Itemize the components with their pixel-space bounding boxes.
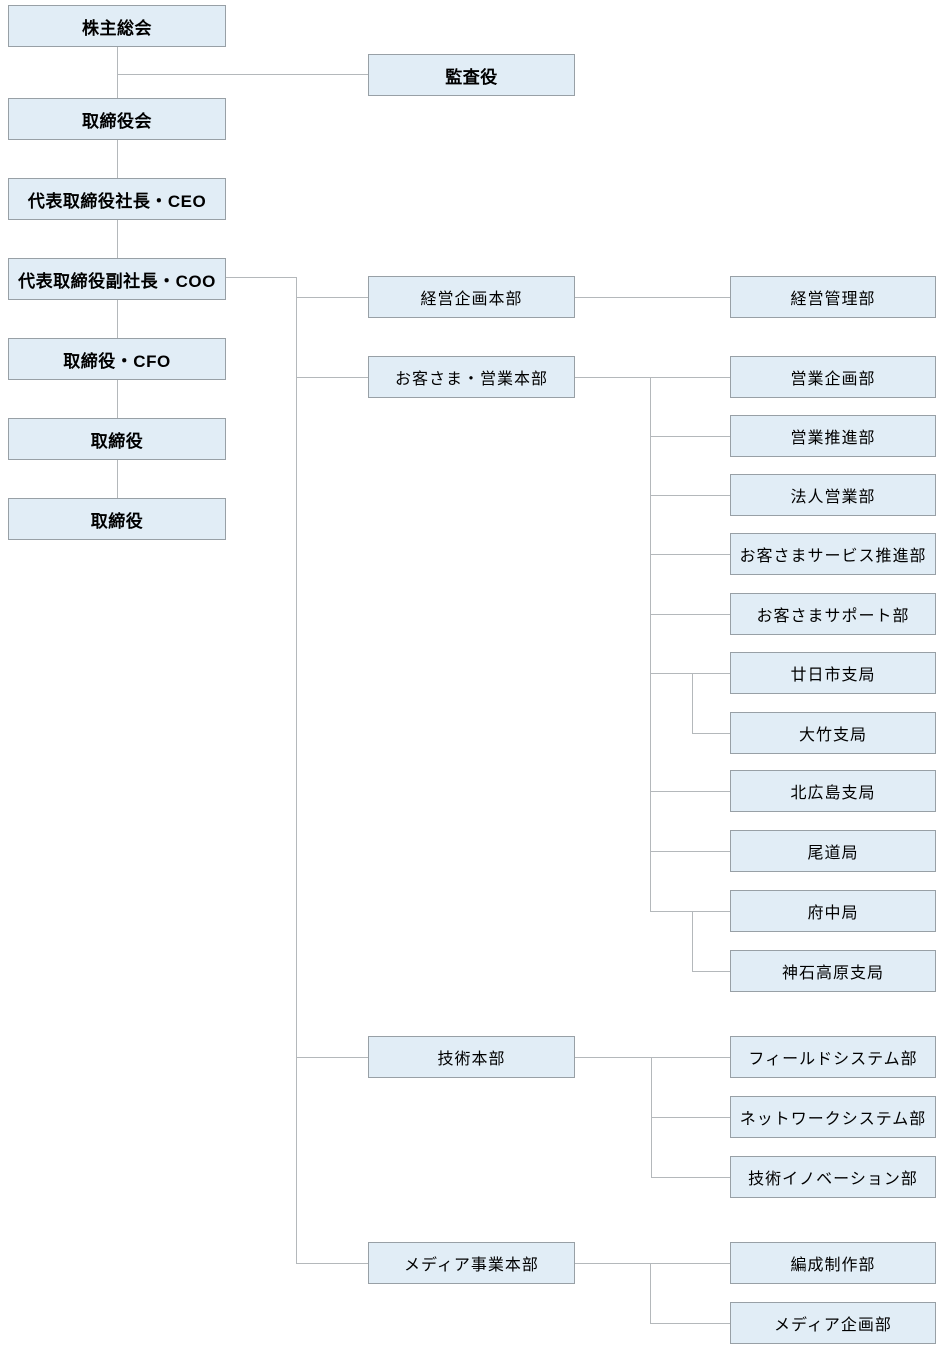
connector-line-horizontal [296,1263,368,1264]
org-node-fuchu-office: 府中局 [730,890,936,932]
connector-line-horizontal [650,673,730,674]
connector-line-horizontal [650,1323,730,1324]
connector-line-horizontal [296,377,368,378]
connector-line-vertical [117,460,118,498]
org-node-sales-planning-dept: 営業企画部 [730,356,936,398]
connector-line-vertical [117,220,118,258]
connector-line-horizontal [575,1263,730,1264]
connector-line-horizontal [651,1177,730,1178]
org-node-shareholders-meeting: 株主総会 [8,5,226,47]
connector-line-vertical [117,140,118,178]
org-node-evp-coo: 代表取締役副社長・COO [8,258,226,300]
org-node-media-business-hq: メディア事業本部 [368,1242,575,1284]
org-node-director-cfo: 取締役・CFO [8,338,226,380]
connector-line-horizontal [575,377,730,378]
connector-line-horizontal [575,297,730,298]
org-node-otake-branch: 大竹支局 [730,712,936,754]
connector-line-vertical [692,673,693,733]
org-node-media-planning-dept: メディア企画部 [730,1302,936,1344]
connector-line-vertical [650,377,651,911]
org-node-technology-innovation-dept: 技術イノベーション部 [730,1156,936,1198]
connector-line-horizontal [650,614,730,615]
org-node-director-2: 取締役 [8,498,226,540]
org-node-kitahiroshima-branch: 北広島支局 [730,770,936,812]
org-node-technology-hq: 技術本部 [368,1036,575,1078]
connector-line-vertical [296,277,297,1263]
org-node-customer-sales-hq: お客さま・営業本部 [368,356,575,398]
connector-line-horizontal [296,1057,368,1058]
connector-line-vertical [117,380,118,418]
org-node-hatsukaichi-branch: 廿日市支局 [730,652,936,694]
org-node-field-system-dept: フィールドシステム部 [730,1036,936,1078]
org-node-board-of-directors: 取締役会 [8,98,226,140]
connector-line-horizontal [650,791,730,792]
org-node-corporate-admin-dept: 経営管理部 [730,276,936,318]
connector-line-horizontal [651,1117,730,1118]
org-node-director-1: 取締役 [8,418,226,460]
connector-line-horizontal [650,911,730,912]
org-node-audit-officer: 監査役 [368,54,575,96]
org-node-customer-support-dept: お客さまサポート部 [730,593,936,635]
connector-line-vertical [692,911,693,971]
connector-line-horizontal [117,74,368,75]
connector-line-horizontal [575,1057,730,1058]
connector-line-vertical [117,300,118,338]
org-node-programming-production-dept: 編成制作部 [730,1242,936,1284]
org-node-onomichi-office: 尾道局 [730,830,936,872]
connector-line-horizontal [296,297,368,298]
org-node-network-system-dept: ネットワークシステム部 [730,1096,936,1138]
connector-line-horizontal [650,851,730,852]
org-node-customer-service-promotion-dept: お客さまサービス推進部 [730,533,936,575]
connector-line-vertical [117,47,118,98]
connector-line-horizontal [650,495,730,496]
connector-line-vertical [650,1263,651,1323]
org-node-jinsekikogen-branch: 神石高原支局 [730,950,936,992]
org-node-president-ceo: 代表取締役社長・CEO [8,178,226,220]
connector-line-horizontal [692,971,730,972]
connector-line-horizontal [226,277,296,278]
org-node-corporate-sales-dept: 法人営業部 [730,474,936,516]
org-node-sales-promotion-dept: 営業推進部 [730,415,936,457]
connector-line-horizontal [692,733,730,734]
org-node-corporate-planning-hq: 経営企画本部 [368,276,575,318]
connector-line-horizontal [650,436,730,437]
connector-line-horizontal [650,554,730,555]
